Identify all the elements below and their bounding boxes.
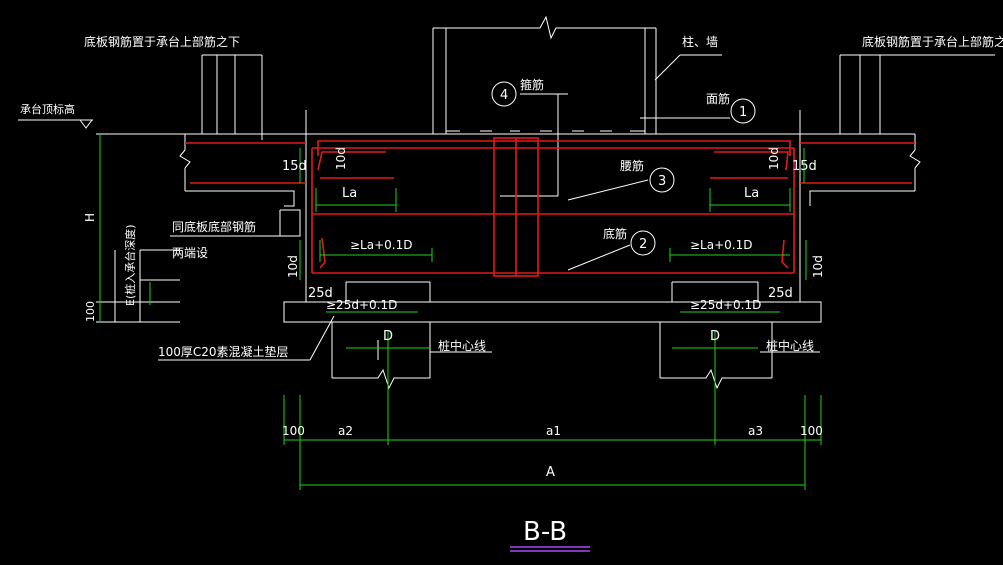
dim-D-left: D bbox=[383, 329, 393, 344]
dim-la-0.1d-left: ≥La+0.1D bbox=[350, 238, 412, 252]
callout-1-number: 1 bbox=[739, 105, 747, 120]
note-bottom-slab-left: 底板钢筋置于承台上部筋之下 bbox=[84, 34, 240, 49]
note-bottom-slab-right: 底板钢筋置于承台上部筋之下 bbox=[862, 34, 1003, 49]
dim-10d-lower-right: 10d bbox=[811, 255, 825, 278]
label-pile-centerline-right: 桩中心线 bbox=[766, 338, 814, 353]
dim-100-right: 100 bbox=[800, 424, 823, 438]
dim-100-left-vertical: 100 bbox=[84, 301, 97, 322]
dimension-lines bbox=[99, 134, 822, 490]
dim-25d-0.1d-right: ≥25d+0.1D bbox=[690, 298, 761, 312]
callout-4-circle bbox=[491, 81, 517, 107]
dim-15d-left: 15d bbox=[282, 159, 307, 174]
dim-a3: a3 bbox=[748, 424, 763, 438]
dim-D-right: D bbox=[710, 329, 720, 344]
callout-2-circle bbox=[630, 230, 656, 256]
label-waist-bar: 腰筋 bbox=[620, 158, 644, 173]
label-cushion-layer: 100厚C20素混凝土垫层 bbox=[158, 344, 289, 359]
dim-a2: a2 bbox=[338, 424, 353, 438]
callout-1-circle bbox=[730, 98, 756, 124]
dim-25d-right: 25d bbox=[768, 286, 793, 301]
dim-la-right: La bbox=[744, 186, 759, 201]
label-stirrup: 箍筋 bbox=[520, 77, 544, 92]
callout-3-number: 3 bbox=[658, 174, 666, 189]
callout-3-circle bbox=[649, 167, 675, 193]
label-cap-top-elevation: 承台顶标高 bbox=[20, 102, 75, 116]
dim-H: H bbox=[83, 213, 97, 222]
dim-100-left: 100 bbox=[282, 424, 305, 438]
label-top-bar: 面筋 bbox=[706, 91, 730, 106]
dim-10d-right: 10d bbox=[767, 147, 781, 170]
rebar-lines bbox=[185, 137, 915, 277]
dim-la-0.1d-right: ≥La+0.1D bbox=[690, 238, 752, 252]
dim-la-left: La bbox=[342, 186, 357, 201]
label-embed-depth: E(桩入承台深度) bbox=[123, 224, 137, 306]
label-same-as-slab-1: 同底板底部钢筋 bbox=[172, 219, 256, 234]
structure-outline bbox=[18, 15, 995, 390]
dim-a1: a1 bbox=[546, 424, 561, 438]
section-title: B-B bbox=[523, 517, 567, 547]
dim-15d-right: 15d bbox=[792, 159, 817, 174]
label-same-as-slab-2: 两端设 bbox=[172, 246, 208, 260]
callout-2-number: 2 bbox=[639, 237, 647, 252]
label-bottom-bar: 底筋 bbox=[603, 226, 627, 241]
dim-10d-lower-left: 10d bbox=[286, 255, 300, 278]
label-column-wall: 柱、墙 bbox=[682, 34, 718, 49]
dim-10d-left: 10d bbox=[334, 147, 348, 170]
label-pile-centerline-left: 桩中心线 bbox=[438, 338, 486, 353]
dim-25d-0.1d-left: ≥25d+0.1D bbox=[326, 298, 397, 312]
dim-A: A bbox=[546, 465, 555, 480]
dim-25d-left: 25d bbox=[308, 286, 333, 301]
callout-4-number: 4 bbox=[500, 88, 508, 103]
